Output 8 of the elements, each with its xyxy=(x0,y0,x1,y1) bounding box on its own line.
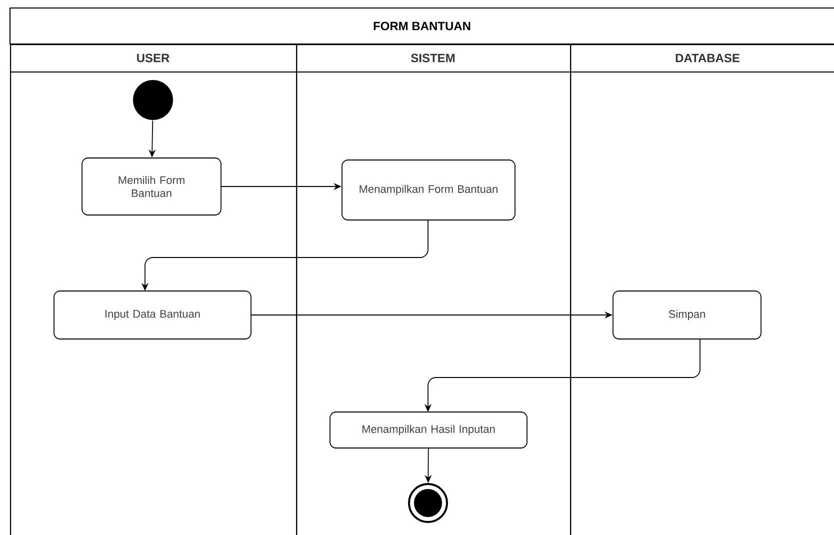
activity-box: Simpan xyxy=(612,290,762,340)
start-node xyxy=(133,80,173,120)
activity-box: Menampilkan Hasil Inputan xyxy=(330,412,528,448)
activity-box: Menampilkan Form Bantuan xyxy=(342,160,516,220)
activity-box: Memilih Form Bantuan xyxy=(82,158,222,216)
activity-box: Input Data Bantuan xyxy=(54,290,252,340)
title-band: FORM BANTUAN xyxy=(9,7,834,45)
end-node xyxy=(408,483,448,523)
